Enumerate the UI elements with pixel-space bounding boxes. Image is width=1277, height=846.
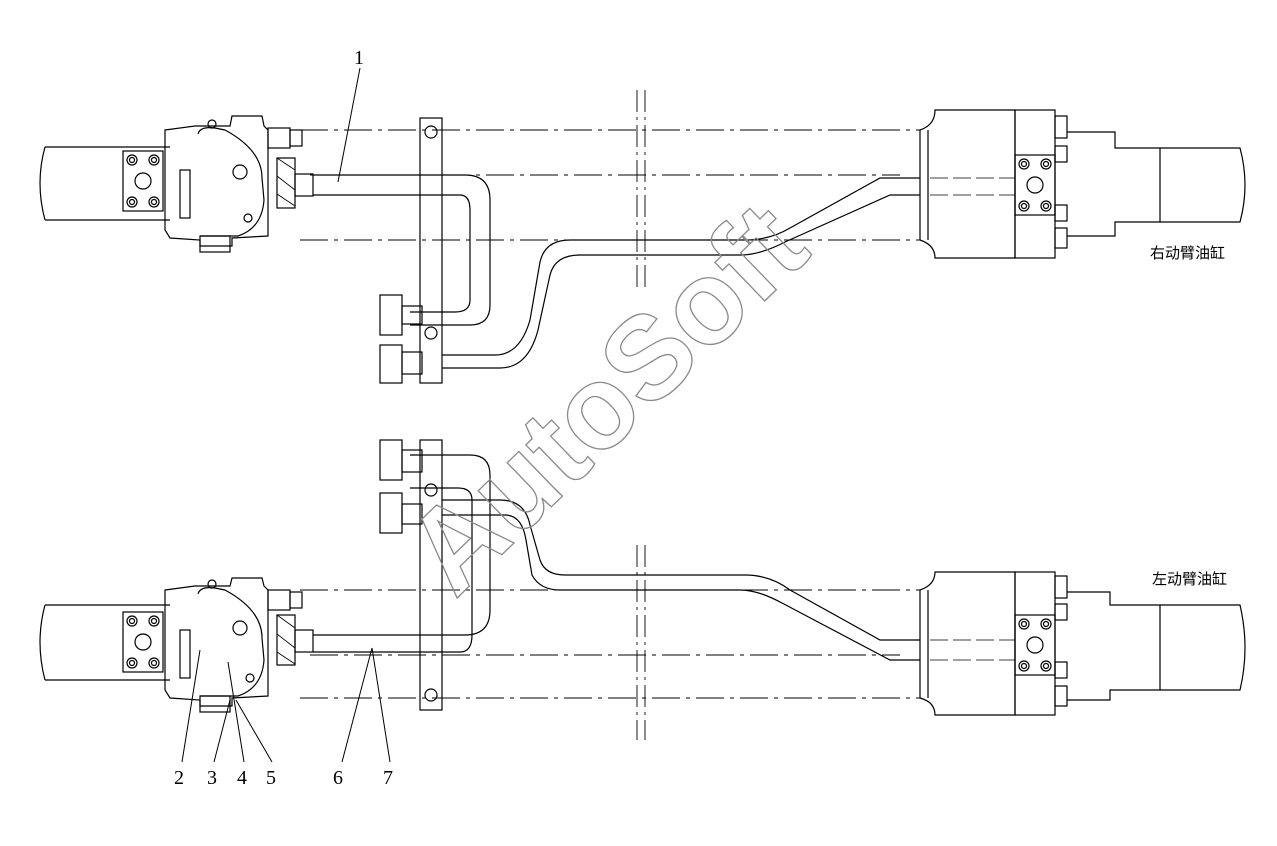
cylinder-head-bottom bbox=[919, 571, 1016, 716]
callout-5: 5 bbox=[266, 767, 276, 789]
valve-body-top bbox=[164, 115, 269, 247]
autosoft-watermark: AutoSoft bbox=[381, 178, 831, 619]
right-boom-cylinder-label: 右动臂油缸 bbox=[1150, 244, 1225, 262]
top-assembly bbox=[39, 90, 1246, 384]
callout-1: 1 bbox=[354, 47, 364, 69]
callout-2: 2 bbox=[174, 767, 184, 789]
callout-numbers: 1 2 3 4 5 6 7 bbox=[174, 47, 393, 789]
cylinder-bolt-plate-bottom bbox=[1014, 614, 1056, 676]
callout-6: 6 bbox=[333, 767, 343, 789]
callout-7: 7 bbox=[383, 767, 393, 789]
leader-lines bbox=[181, 67, 391, 763]
cylinder-head-top bbox=[919, 109, 1016, 259]
left-boom-cylinder-label: 左动臂油缸 bbox=[1152, 570, 1227, 588]
callout-4: 4 bbox=[237, 767, 247, 789]
bottom-assembly bbox=[39, 439, 1246, 740]
left-bolt-plate-top bbox=[122, 150, 164, 212]
left-bolt-plate-bottom bbox=[122, 611, 164, 673]
callout-3: 3 bbox=[207, 767, 217, 789]
valve-body-bottom bbox=[164, 577, 269, 707]
cylinder-bolt-plate-top bbox=[1014, 154, 1056, 216]
